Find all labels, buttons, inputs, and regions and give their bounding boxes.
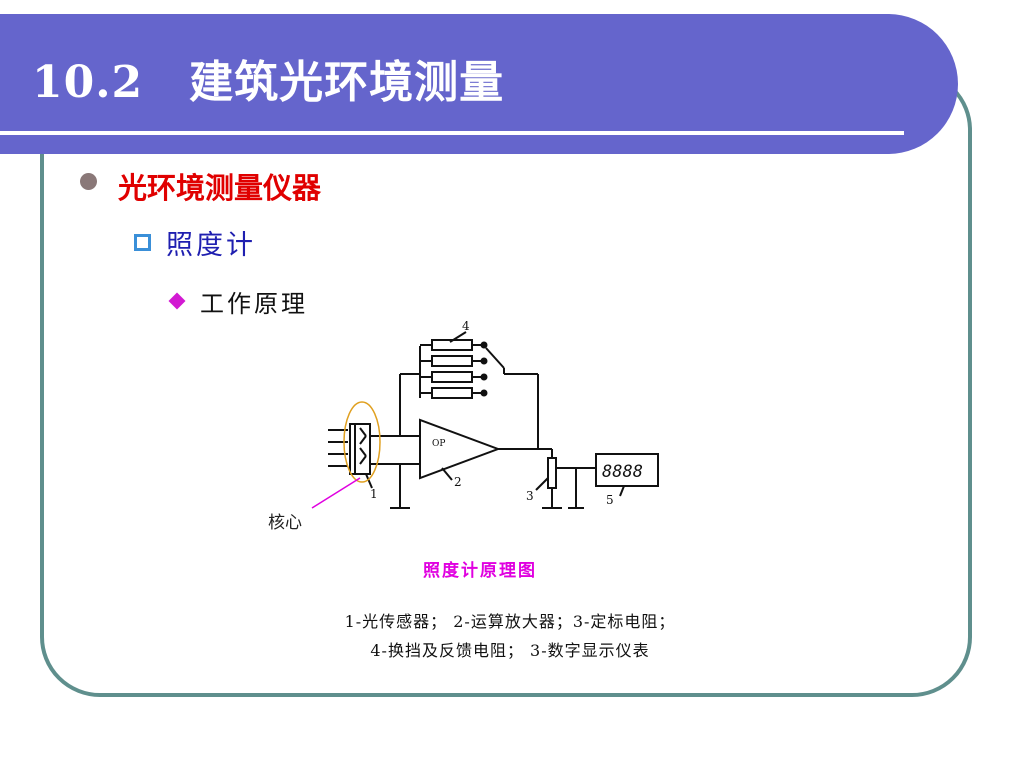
core-label: 核心 <box>268 513 302 533</box>
label-2: 2 <box>454 475 462 489</box>
display-digits: 8888 <box>602 462 643 482</box>
title-number: 10.2 <box>32 57 144 108</box>
label-5: 5 <box>606 493 614 507</box>
label-4: 4 <box>462 319 470 333</box>
illuminometer-circuit-diagram: 1 2 3 4 5 OP 8888 <box>311 319 659 509</box>
slide-title: 10.2 建筑光环境测量 <box>32 46 504 110</box>
bullet-level2-label: 照度计 <box>166 230 256 261</box>
label-1: 1 <box>370 487 378 501</box>
diagram-caption: 照度计原理图 <box>423 561 537 581</box>
slide-frame <box>40 70 972 697</box>
bullet-level1-label: 光环境测量仪器 <box>118 171 322 205</box>
op-amp-label: OP <box>432 439 445 449</box>
bullet-dot-icon <box>80 173 97 190</box>
title-bar <box>0 14 958 154</box>
label-3: 3 <box>526 489 534 503</box>
bullet-square-icon <box>134 234 151 251</box>
title-underline <box>0 131 904 135</box>
bullet-level3-label: 工作原理 <box>200 290 308 318</box>
title-text: 建筑光环境测量 <box>189 57 505 108</box>
diagram-legend-line2: 4-换挡及反馈电阻； 3-数字显示仪表 <box>370 641 650 660</box>
diagram-legend-line1: 1-光传感器； 2-运算放大器；3-定标电阻； <box>344 612 676 631</box>
